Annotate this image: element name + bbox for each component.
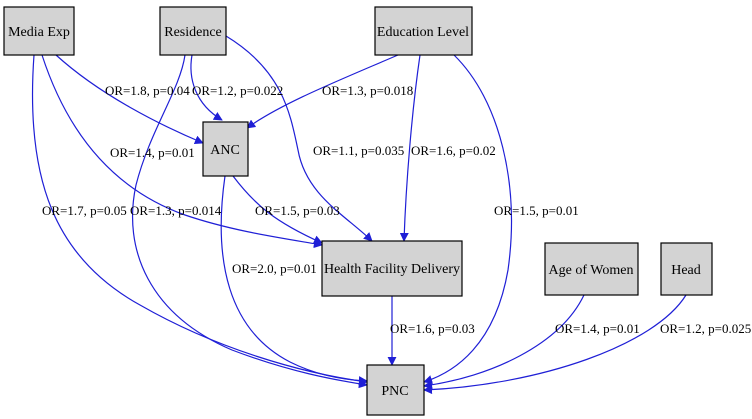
node-age-of-women[interactable]: Age of Women bbox=[544, 242, 639, 296]
edge-label-media-pnc: OR=1.7, p=0.05 bbox=[42, 203, 127, 218]
edge-label-education-anc: OR=1.3, p=0.018 bbox=[322, 83, 413, 98]
node-pnc[interactable]: PNC bbox=[366, 364, 425, 416]
edge-head-pnc bbox=[423, 294, 687, 395]
edge-age-pnc bbox=[423, 294, 585, 390]
edge-label-hfd-pnc: OR=1.6, p=0.03 bbox=[390, 321, 475, 336]
node-media-exp[interactable]: Media Exp bbox=[3, 6, 75, 56]
edge-education-hfd bbox=[399, 54, 421, 242]
edge-label-age-pnc: OR=1.4, p=0.01 bbox=[555, 321, 640, 336]
edge-education-anc bbox=[246, 54, 399, 129]
node-health-facility-delivery[interactable]: Health Facility Delivery bbox=[321, 240, 463, 297]
edge-label-media-hfd: OR=1.4, p=0.01 bbox=[110, 145, 195, 160]
node-education-level[interactable]: Education Level bbox=[374, 6, 473, 56]
edge-anc-pnc bbox=[220, 175, 368, 386]
node-label-anc: ANC bbox=[210, 143, 240, 158]
edge-education-pnc bbox=[423, 54, 513, 384]
edge-residence-hfd bbox=[225, 35, 373, 242]
edge-label-residence-hfd: OR=1.1, p=0.035 bbox=[313, 143, 404, 158]
node-head[interactable]: Head bbox=[660, 242, 713, 296]
edge-label-media-anc: OR=1.8, p=0.04 bbox=[105, 83, 190, 98]
edge-anc-hfd bbox=[232, 175, 323, 244]
node-label-media-exp: Media Exp bbox=[8, 25, 70, 40]
edge-label-anc-pnc: OR=2.0, p=0.01 bbox=[232, 261, 317, 276]
edge-media-anc bbox=[55, 54, 204, 145]
node-label-health-facility-delivery: Health Facility Delivery bbox=[324, 262, 460, 277]
node-residence[interactable]: Residence bbox=[159, 6, 227, 56]
edge-label-residence-pnc: OR=1.3, p=0.014 bbox=[130, 203, 222, 218]
edge-label-residence-anc: OR=1.2, p=0.022 bbox=[192, 83, 283, 98]
node-label-residence: Residence bbox=[164, 25, 222, 40]
edge-residence-anc bbox=[190, 54, 223, 121]
edge-media-hfd bbox=[41, 54, 323, 249]
edge-label-education-pnc: OR=1.5, p=0.01 bbox=[494, 203, 579, 218]
node-label-age-of-women: Age of Women bbox=[549, 263, 634, 278]
edge-label-education-hfd: OR=1.6, p=0.02 bbox=[411, 143, 496, 158]
edge-label-anc-hfd: OR=1.5, p=0.03 bbox=[255, 203, 340, 218]
node-label-pnc: PNC bbox=[381, 384, 408, 399]
node-label-head: Head bbox=[671, 263, 701, 278]
edge-label-head-pnc: OR=1.2, p=0.025 bbox=[660, 321, 751, 336]
node-anc[interactable]: ANC bbox=[202, 121, 249, 177]
edge-residence-pnc bbox=[132, 54, 368, 389]
node-label-education-level: Education Level bbox=[377, 25, 469, 40]
edge-media-pnc bbox=[31, 54, 368, 386]
